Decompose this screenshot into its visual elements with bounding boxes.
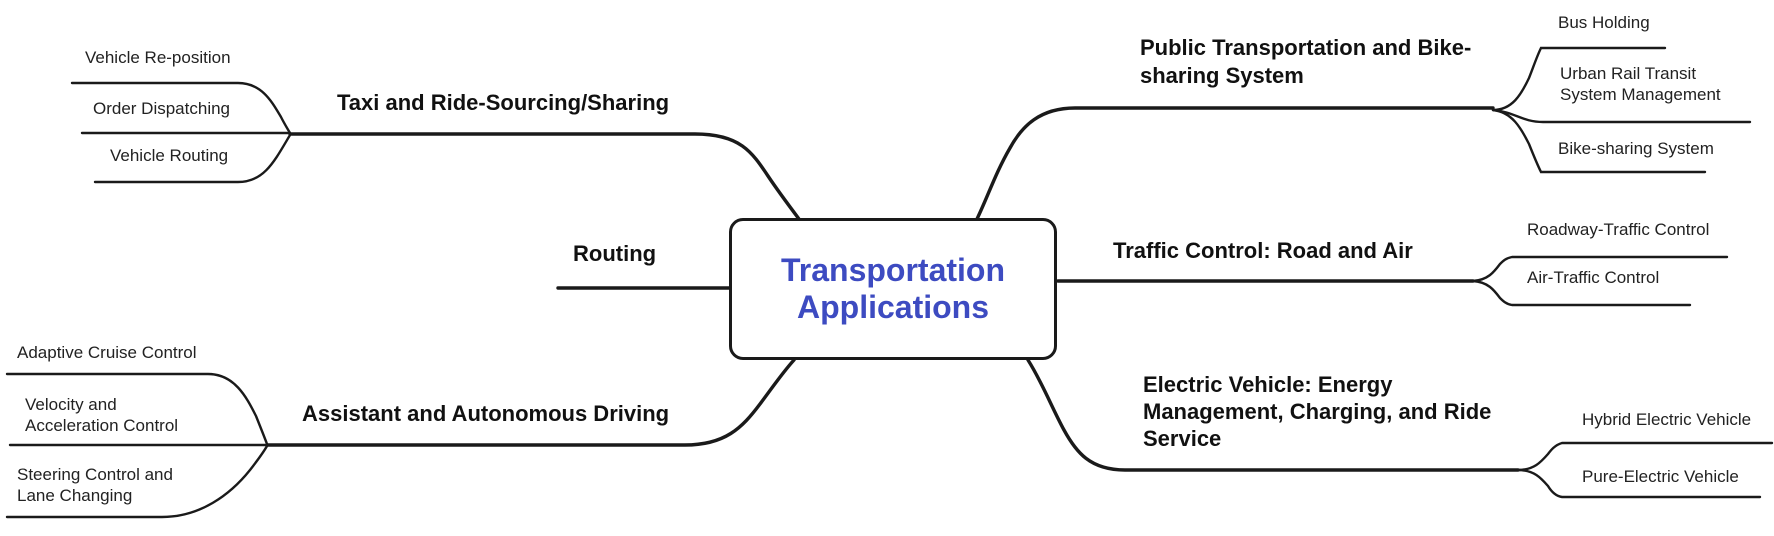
branch-label-taxi: Taxi and Ride-Sourcing/Sharing <box>337 90 670 115</box>
child-label-roadway-traffic: Roadway-Traffic Control <box>1527 220 1710 239</box>
root-node: Transportation Applications <box>729 218 1057 360</box>
child-label-vehicle-reposition: Vehicle Re-position <box>85 48 231 67</box>
branch-label-traffic-control: Traffic Control: Road and Air <box>1113 238 1413 263</box>
connector-bike-sharing <box>1491 108 1707 174</box>
connector-taxi <box>288 132 801 221</box>
connector-vehicle-reposition <box>70 81 292 135</box>
connector-adaptive-cruise <box>5 372 269 446</box>
branch-label-public-transport: Public Transportation and Bike- sharing … <box>1140 35 1472 88</box>
connector-steering <box>5 444 269 519</box>
connector-electric-vehicle <box>1026 358 1520 472</box>
child-label-bus-holding: Bus Holding <box>1558 13 1650 32</box>
connector-bus-holding <box>1491 46 1667 112</box>
child-label-order-dispatching: Order Dispatching <box>93 99 231 118</box>
child-label-steering: Steering Control and Lane Changing <box>17 465 173 505</box>
connector-public-transport <box>975 106 1495 221</box>
child-label-air-traffic: Air-Traffic Control <box>1527 268 1660 287</box>
root-node-label: Transportation Applications <box>780 252 1005 325</box>
child-label-vehicle-routing: Vehicle Routing <box>110 146 229 165</box>
connector-urban-rail <box>1491 108 1752 124</box>
connector-air-traffic <box>1471 279 1692 307</box>
child-label-pure-ev: Pure-Electric Vehicle <box>1582 467 1739 486</box>
connector-assistant <box>265 358 796 447</box>
branch-label-assistant: Assistant and Autonomous Driving <box>302 401 670 426</box>
child-label-hybrid-ev: Hybrid Electric Vehicle <box>1582 410 1752 429</box>
branch-label-electric-vehicle: Electric Vehicle: Energy Management, Cha… <box>1143 372 1492 451</box>
child-label-adaptive-cruise: Adaptive Cruise Control <box>17 343 197 362</box>
connector-hybrid-ev <box>1516 441 1774 472</box>
child-label-velocity: Velocity and Acceleration Control <box>25 395 179 435</box>
child-label-urban-rail: Urban Rail Transit System Management <box>1560 64 1721 104</box>
branch-label-routing: Routing <box>573 241 657 266</box>
connector-pure-ev <box>1516 468 1762 499</box>
connector-vehicle-routing <box>93 133 292 184</box>
connector-roadway-traffic <box>1471 255 1729 283</box>
child-label-bike-sharing: Bike-sharing System <box>1558 139 1714 158</box>
